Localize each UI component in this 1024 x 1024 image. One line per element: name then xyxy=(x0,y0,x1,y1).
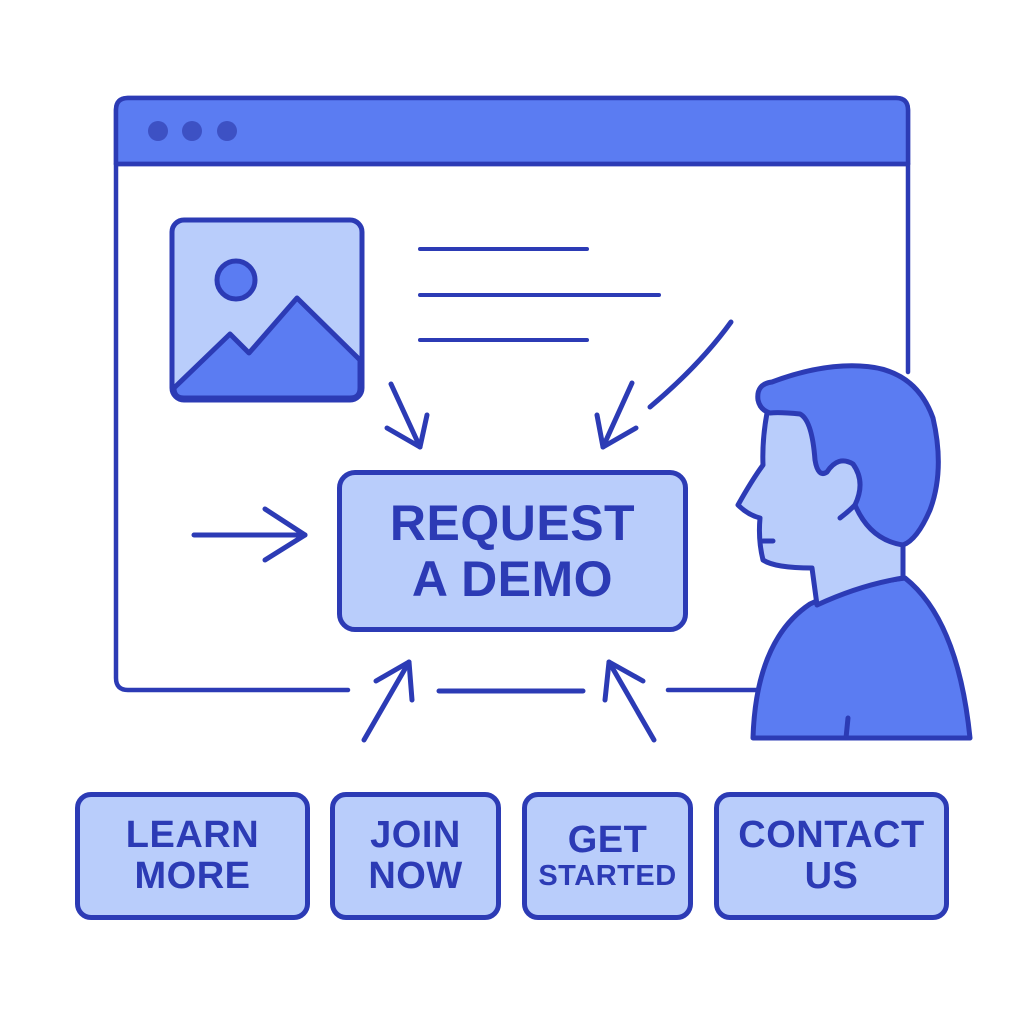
button-label-line1: JOIN xyxy=(370,813,461,856)
request-demo-label-line1: REQUEST xyxy=(389,495,636,551)
arrow-down-left-icon xyxy=(594,380,639,450)
contact-us-button[interactable]: CONTACT US xyxy=(714,792,949,920)
button-label-line2: STARTED xyxy=(538,859,677,892)
arrow-up-left-icon xyxy=(602,659,657,743)
learn-more-button[interactable]: LEARN MORE xyxy=(75,792,310,920)
browser-titlebar xyxy=(113,95,911,167)
arrows xyxy=(191,319,734,743)
text-lines-icon xyxy=(418,247,661,342)
curved-line xyxy=(647,319,734,410)
join-now-button[interactable]: JOIN NOW xyxy=(330,792,501,920)
arrow-right-icon xyxy=(191,506,308,563)
person-body xyxy=(750,575,973,741)
button-label-line2: MORE xyxy=(134,855,251,897)
window-dot-icon[interactable] xyxy=(182,121,202,141)
person-hair xyxy=(755,363,941,548)
window-dot-icon[interactable] xyxy=(217,121,237,141)
button-label-line1: GET xyxy=(567,818,648,861)
request-demo-label-line2: A DEMO xyxy=(411,551,614,607)
arrow-down-right-icon xyxy=(384,381,430,450)
window-dot-icon[interactable] xyxy=(148,121,168,141)
button-label-line2: NOW xyxy=(368,855,463,897)
button-label-line1: LEARN xyxy=(125,813,260,856)
request-demo-button[interactable]: REQUEST A DEMO xyxy=(337,470,688,632)
button-label-line2: US xyxy=(804,855,859,897)
button-label-line1: CONTACT xyxy=(738,813,925,856)
arrow-up-right-icon xyxy=(361,659,415,743)
person-profile-icon xyxy=(735,363,973,741)
get-started-button[interactable]: GET STARTED xyxy=(522,792,693,920)
browser-window xyxy=(113,95,911,693)
image-placeholder-icon xyxy=(169,217,365,403)
